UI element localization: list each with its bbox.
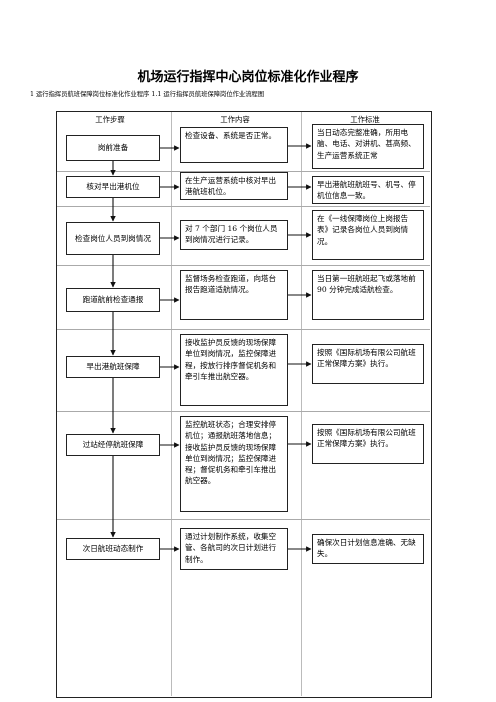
row-divider (57, 171, 430, 172)
row-divider (57, 519, 430, 520)
standard-box: 按照《国际机场有限公司航班正常保障方案》执行。 (312, 424, 424, 464)
column-divider (171, 112, 172, 696)
step-box: 岗前准备 (66, 135, 160, 161)
standard-box: 确保次日计划信息准确、无缺失。 (312, 534, 424, 564)
standard-box: 按照《国际机场有限公司航班正常保障方案》执行。 (312, 344, 424, 384)
content-box: 监督场务检查跑道，向塔台报告跑道适航情况。 (180, 270, 288, 320)
step-box: 检查岗位人员到岗情况 (66, 222, 160, 255)
content-box: 接收监护员反馈的现场保障单位到岗情况，监控保障进程，按放行排序督促机务和牵引车推… (180, 334, 288, 406)
row-divider (57, 265, 430, 266)
standard-box: 在《一线保障岗位上岗报告表》记录各岗位人员到岗情况。 (312, 210, 424, 260)
column-header-content: 工作内容 (220, 115, 250, 124)
row-divider (57, 411, 430, 412)
step-box: 早出港航班保障 (66, 356, 160, 378)
content-box: 通过计划制作系统，收集空管、各航司的次日计划进行制作。 (180, 528, 288, 570)
column-header-step: 工作步骤 (95, 115, 125, 124)
standard-box: 当日第一班航班起飞或落地前 90 分钟完成适航检查。 (312, 270, 424, 320)
content-box: 在生产运营系统中核对早出港航班机位。 (180, 172, 288, 200)
column-divider (301, 112, 302, 696)
column-header-standard: 工作标准 (350, 115, 380, 124)
standard-box: 早出港航班航班号、机号、停机位信息一致。 (312, 176, 424, 204)
step-box: 次日航班动态制作 (66, 538, 160, 560)
standard-box: 当日动态完整准确，所用电脑、电话、对讲机、甚高频、生产运营系统正常 (312, 124, 424, 169)
page-title: 机场运行指挥中心岗位标准化作业程序 (137, 70, 359, 85)
row-divider (57, 329, 430, 330)
content-box: 检查设备、系统是否正常。 (180, 127, 288, 163)
step-box: 核对早出港机位 (66, 176, 160, 198)
content-box: 对 7 个部门 16 个岗位人员到岗情况进行记录。 (180, 220, 288, 250)
flowchart-frame (56, 111, 432, 698)
section-subtitle: 1 运行指挥员航班保障岗位标准化作业程序 1.1 运行指挥员航班保障岗位作业流程… (30, 91, 265, 98)
row-divider (57, 206, 430, 207)
content-box: 监控航班状态；合理安排停机位；通报航班落地信息；接收监护员反馈的现场保障单位到岗… (180, 416, 288, 512)
step-box: 跑道航前检查通报 (66, 288, 160, 312)
step-box: 过站经停航班保障 (66, 434, 160, 456)
